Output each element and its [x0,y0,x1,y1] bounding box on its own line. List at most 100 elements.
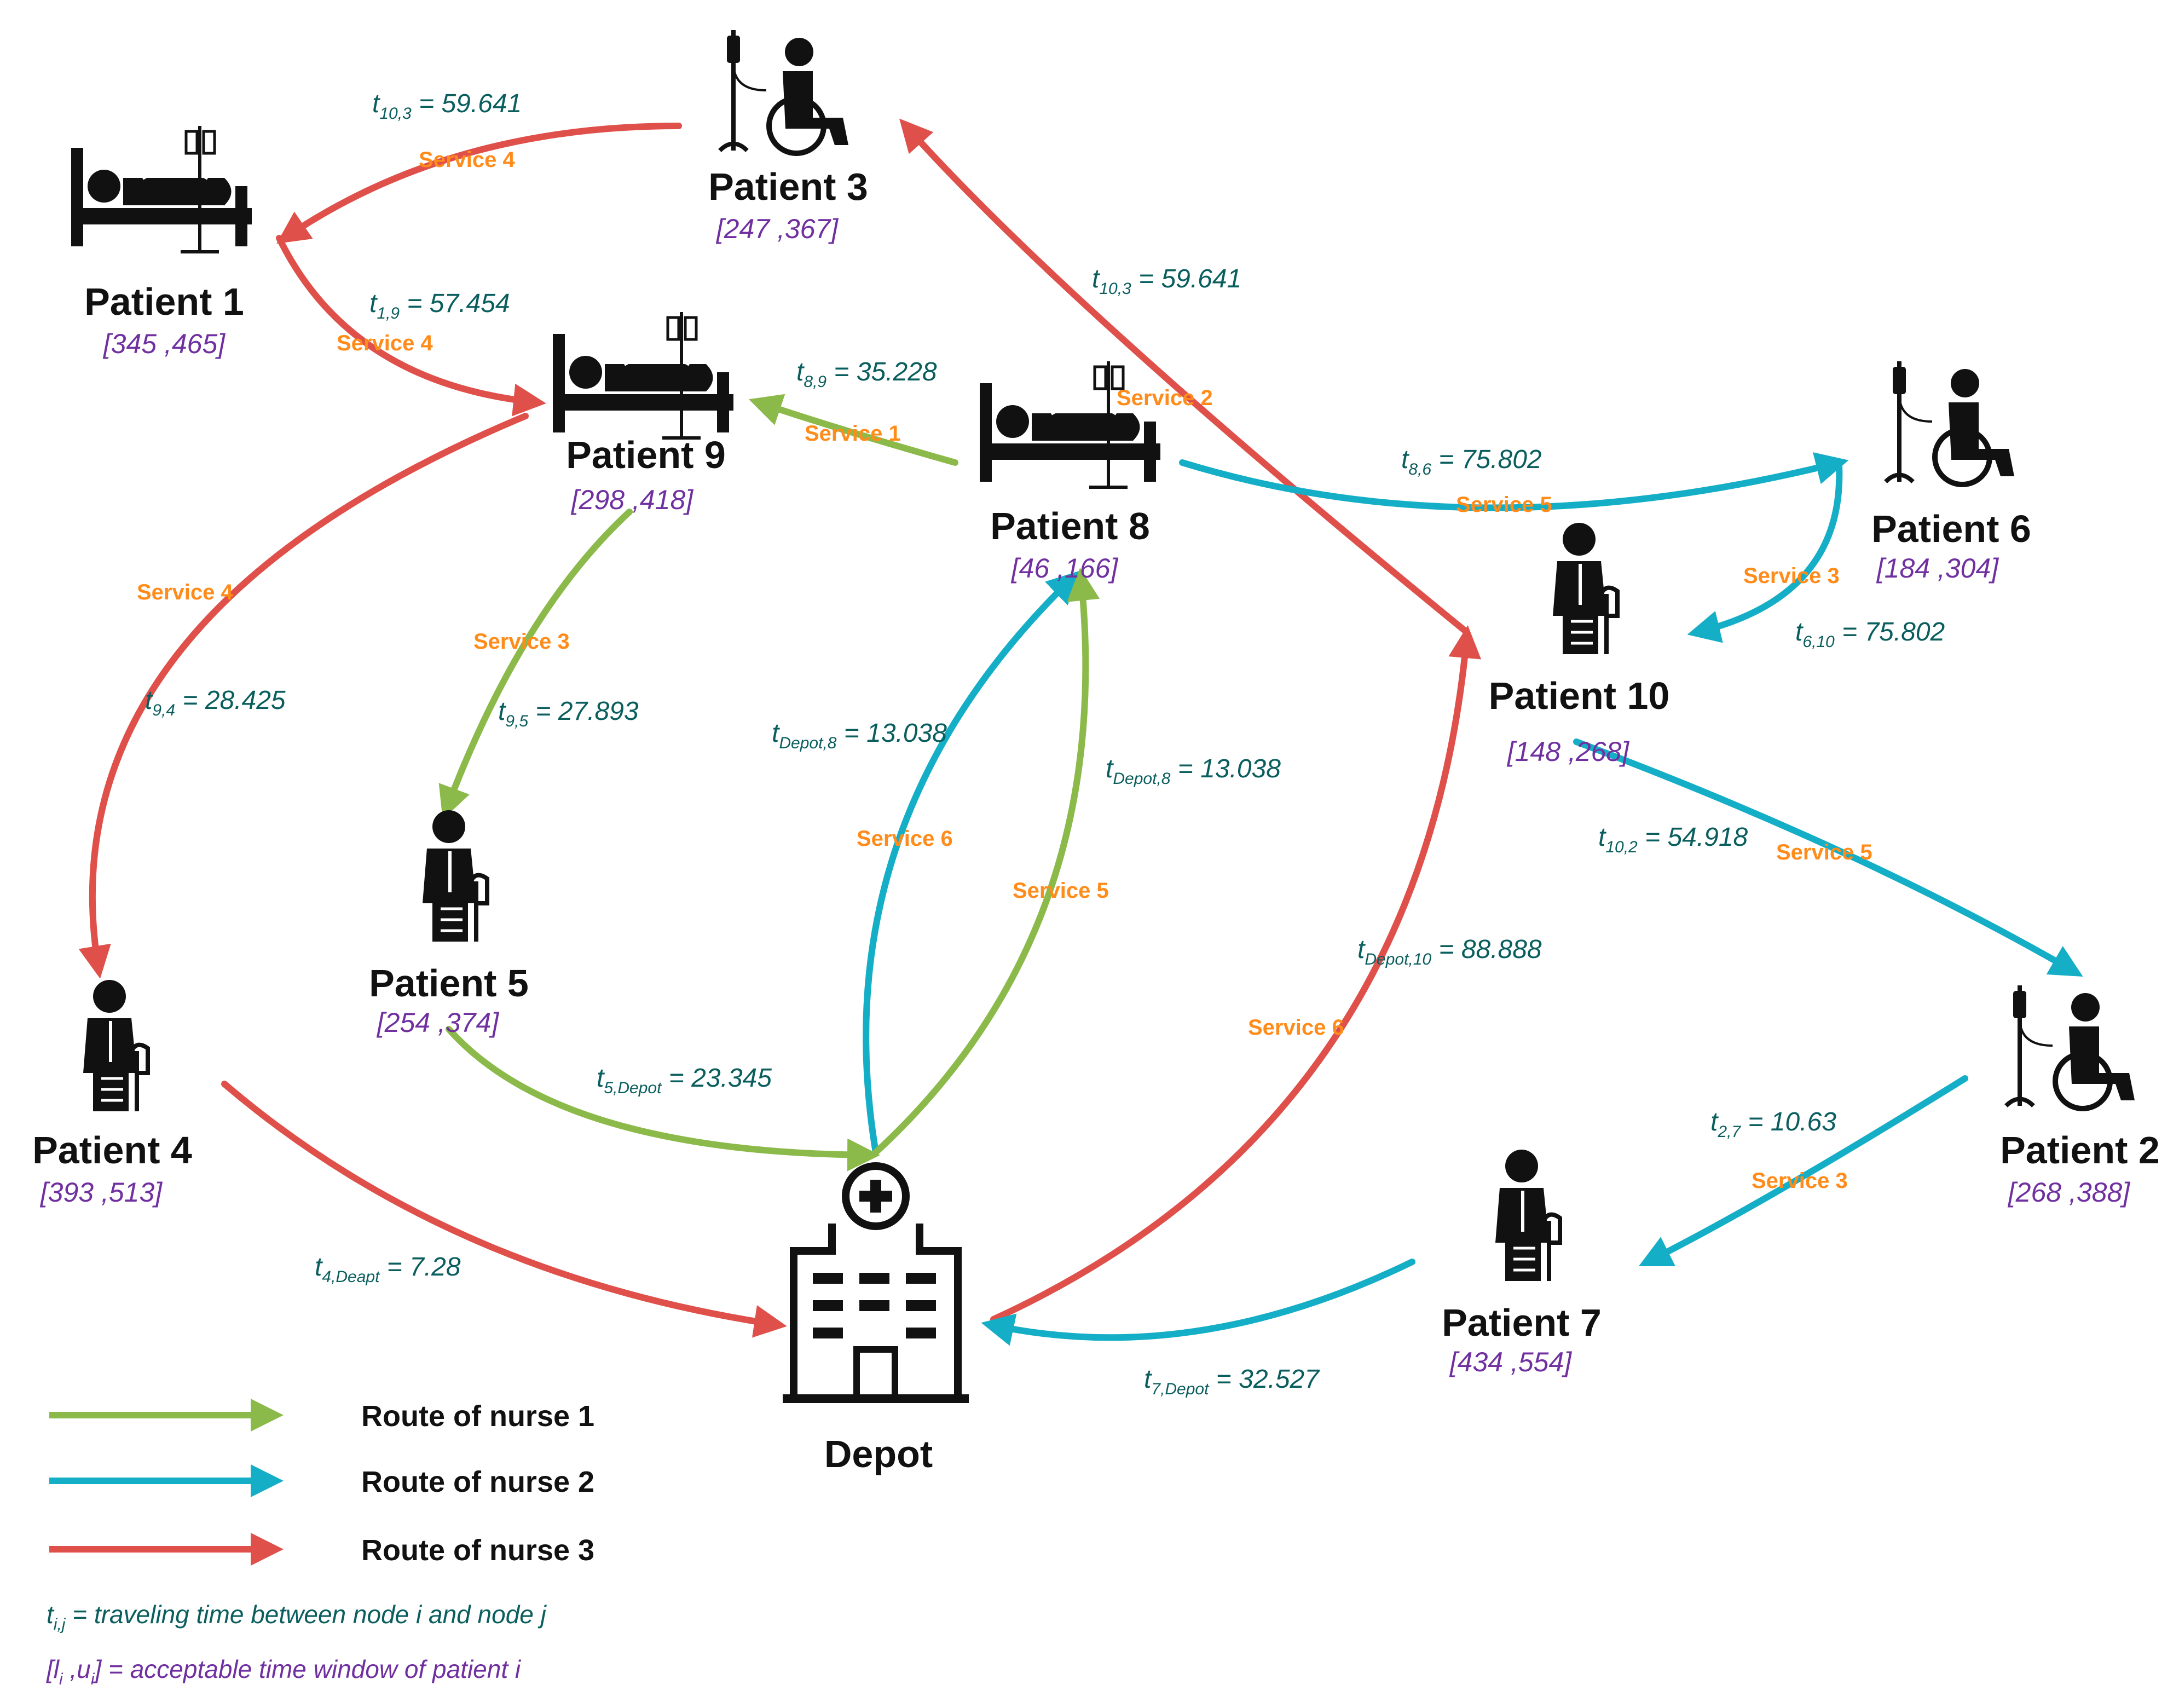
legend-label: Route of nurse 1 [361,1400,594,1433]
legend-item-nurse1: Route of nurse 1 [49,1399,594,1433]
edge-p7-depot [981,1259,1415,1346]
edge-p2-p7 [1638,1075,1968,1267]
hospital-bed-icon [553,312,733,438]
service-label: Service 6 [857,827,953,851]
service-label: Service 3 [473,630,570,654]
service-label: Service 3 [1752,1169,1848,1193]
route-arrow [1573,738,2083,977]
travel-time-label: tDepot,8 = 13.038 [772,719,947,752]
time-window: [298 ,418] [571,484,694,515]
edge-p8-p9 [748,394,958,466]
node-patient10: Patient 10 [148 ,268] [1489,523,1670,767]
node-label: Patient 4 [32,1129,192,1172]
edge-p4-depot [221,1081,787,1338]
node-patient2: Patient 2 [268 ,388] [2000,985,2160,1208]
legend-label: Route of nurse 3 [361,1534,594,1567]
time-window: [254 ,374] [377,1007,500,1038]
route-arrow [899,118,1470,636]
service-label: Service 4 [137,580,233,604]
service-label: Service 5 [1776,840,1872,864]
edge-p10-p2 [1573,738,2083,977]
travel-time-label: tDepot,8 = 13.038 [1106,754,1281,788]
edge-p9-p4 [78,413,529,979]
time-window: [345 ,465] [103,328,226,359]
node-label: Patient 1 [84,280,244,323]
travel-time-label: t9,5 = 27.893 [498,697,639,730]
node-patient1: Patient 1 [345 ,465] [71,126,252,359]
service-label: Service 3 [1743,564,1840,588]
route-arrow [863,570,1080,1156]
patient-crutch-icon [423,810,487,942]
wheelchair-iv-icon [1886,361,2014,484]
time-window: [46 ,166] [1011,553,1119,584]
route-arrow [1179,452,1849,511]
service-label: Service 4 [419,148,515,172]
time-window: [148 ,268] [1507,736,1630,767]
node-label: Patient 9 [566,434,726,476]
travel-time-label: t7,Depot = 32.527 [1144,1365,1320,1398]
legend-time-window-note: [li ,ui] = acceptable time window of pat… [46,1655,522,1688]
node-patient5: Patient 5 [254 ,374] [369,810,529,1038]
hospital-bed-icon [980,361,1160,487]
route-arrow [276,235,546,417]
service-label: Service 6 [1248,1015,1344,1040]
time-window: [393 ,513] [40,1177,163,1208]
edge-depot-p8-blue [863,570,1080,1156]
node-patient6: Patient 6 [184 ,304] [1871,361,2031,584]
node-label: Patient 10 [1489,674,1670,717]
service-label: Service 5 [1456,493,1552,517]
route-arrow [990,625,1482,1323]
node-patient7: Patient 7 [434 ,554] [1442,1150,1602,1377]
time-window: [434 ,554] [1449,1347,1573,1377]
legend-travel-time-note: ti,j = traveling time between node i and… [47,1600,547,1634]
legend-item-nurse2: Route of nurse 2 [49,1464,594,1498]
node-patient9: Patient 9 [298 ,418] [553,312,733,515]
edge-p5-depot [446,1026,880,1172]
service-label: Service 5 [1013,879,1109,903]
node-label: Patient 6 [1871,507,2031,550]
legend-item-nurse3: Route of nurse 3 [49,1533,594,1567]
node-depot: Depot [783,1166,969,1475]
hospital-bed-icon [71,126,252,252]
edge-p9-p5 [438,509,633,820]
patient-crutch-icon [1553,523,1617,654]
service-label: Service 1 [805,422,901,446]
time-window: [184 ,304] [1876,553,1999,584]
travel-time-label: t9,4 = 28.425 [145,686,286,719]
edge-depot-p8-green [872,568,1100,1156]
travel-time-label: t5,Depot = 23.345 [597,1064,772,1097]
travel-time-label: t8,6 = 75.802 [1401,445,1542,478]
hospital-building-icon [783,1166,969,1399]
route-arrow [748,394,958,466]
edge-depot-p10 [990,625,1482,1323]
patient-crutch-icon [83,980,148,1111]
route-arrow [78,413,529,979]
route-arrow [1638,1075,1968,1267]
service-label: Service 4 [337,331,433,355]
time-window: [247 ,367] [716,214,839,244]
patient-crutch-icon [1495,1150,1560,1281]
travel-time-label: t10,3 = 59.641 [1092,264,1241,298]
route-arrow [1687,462,1843,643]
legend: Route of nurse 1 Route of nurse 2 Route … [46,1399,594,1688]
node-label: Depot [824,1433,933,1475]
node-patient8: Patient 8 [46 ,166] [980,361,1160,584]
node-patient3: Patient 3 [247 ,367] [708,30,868,244]
node-label: Patient 8 [990,505,1150,547]
edge-p10-p3 [899,118,1470,636]
route-arrow [446,1026,880,1172]
route-arrow [981,1259,1415,1346]
route-arrow [276,123,682,244]
travel-time-label: t10,2 = 54.918 [1598,823,1748,856]
edge-p6-p10 [1687,462,1843,643]
time-window: [268 ,388] [2008,1177,2131,1208]
edge-p1-p9 [276,235,546,417]
node-label: Patient 5 [369,962,529,1005]
travel-time-label: t2,7 = 10.63 [1710,1107,1836,1141]
node-patient4: Patient 4 [393 ,513] [32,980,192,1208]
travel-time-label: t6,10 = 75.802 [1795,618,1945,651]
node-label: Patient 2 [2000,1129,2160,1172]
node-label: Patient 3 [708,165,868,208]
